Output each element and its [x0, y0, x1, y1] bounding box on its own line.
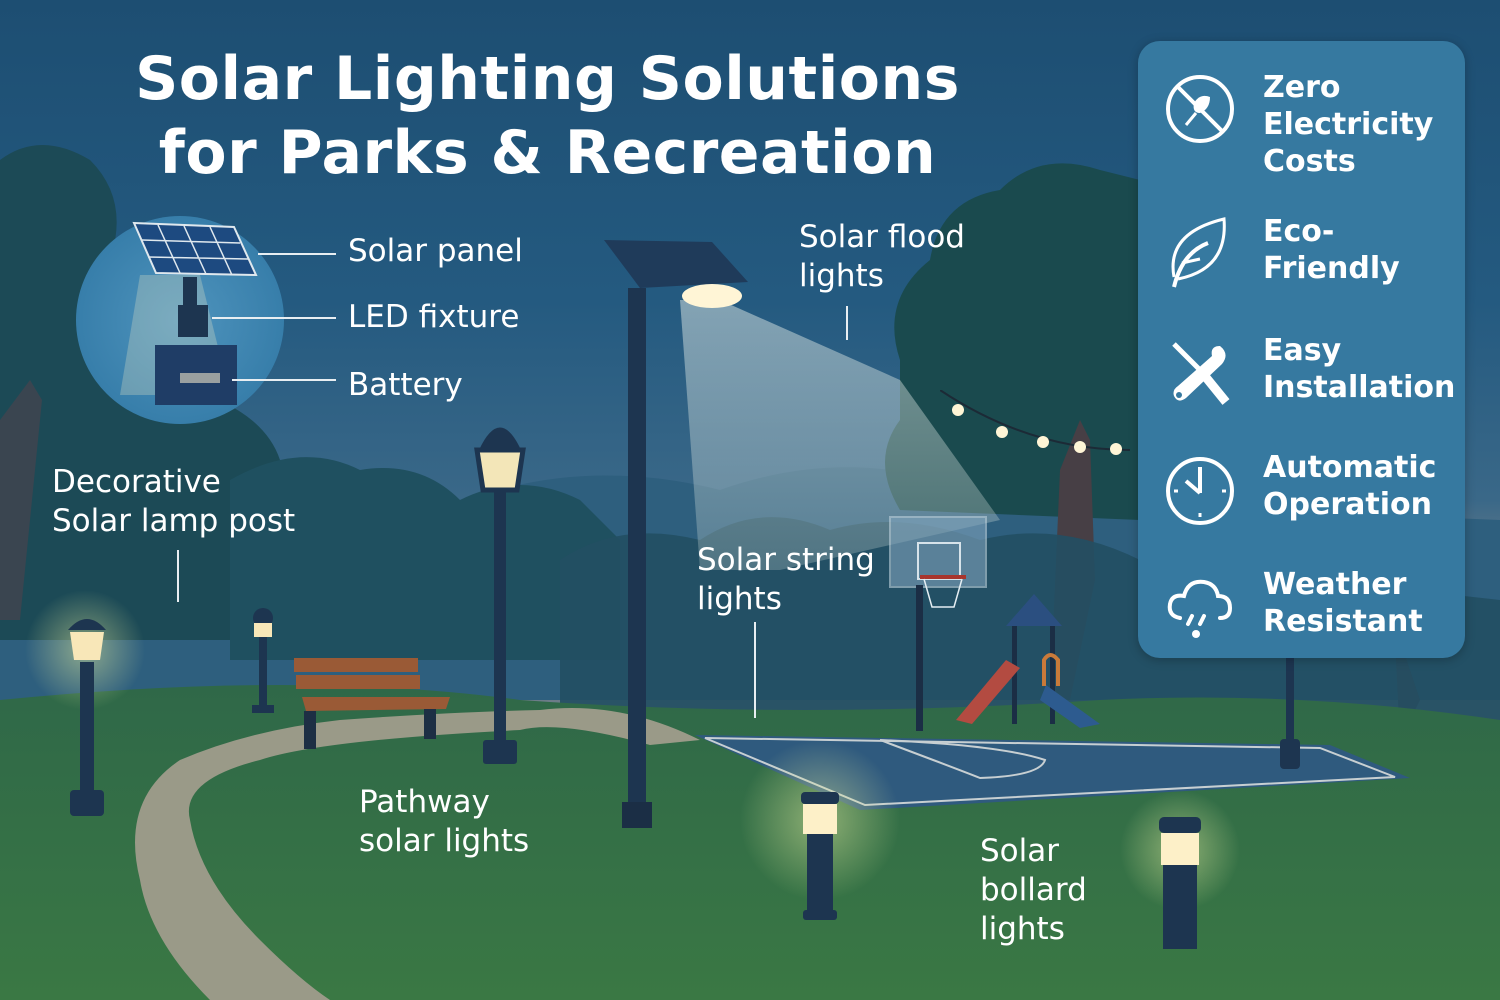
feature-label: Automatic Operation — [1263, 449, 1436, 523]
page-title: Solar Lighting Solutions for Parks & Rec… — [0, 42, 1095, 190]
feature-line: Easy — [1263, 333, 1342, 368]
feature-line: Weather — [1263, 567, 1407, 602]
feature-line: Electricity — [1263, 107, 1434, 142]
callout-pathway-lights: Pathway solar lights — [359, 783, 529, 861]
solar-bollard-illustration — [801, 792, 839, 920]
leader-line — [232, 379, 336, 381]
label-battery: Battery — [348, 367, 463, 403]
callout-bollard-lights: Solar bollard lights — [980, 832, 1087, 949]
feature-line: Resistant — [1263, 604, 1423, 639]
callout-line: Solar lamp post — [52, 503, 296, 539]
callout-line: Solar flood — [799, 219, 965, 255]
feature-label: Easy Installation — [1263, 332, 1455, 406]
feature-label: Weather Resistant — [1263, 566, 1423, 640]
callout-line: lights — [980, 911, 1065, 947]
callout-line: bollard — [980, 872, 1087, 908]
leader-line — [754, 622, 756, 718]
basketball-hoop-illustration — [889, 516, 987, 731]
pathway-light-illustration — [68, 619, 106, 816]
callout-line: Decorative — [52, 464, 221, 500]
feature-label: Zero Electricity Costs — [1263, 69, 1433, 180]
callout-decorative-lamp-post: Decorative Solar lamp post — [52, 463, 295, 541]
callout-line: Solar — [980, 833, 1059, 869]
leader-line — [212, 317, 336, 319]
leaf-icon — [1164, 213, 1236, 288]
callout-flood-lights: Solar flood lights — [799, 218, 965, 296]
feature-line: Zero — [1263, 70, 1341, 105]
no-plug-icon — [1164, 73, 1236, 145]
playground-illustration — [956, 594, 1100, 728]
leader-line — [177, 550, 179, 602]
callout-line: solar lights — [359, 823, 530, 859]
feature-line: Friendly — [1263, 251, 1400, 286]
features-panel: Zero Electricity Costs Eco- Friendly — [1138, 41, 1465, 658]
callout-line: lights — [697, 581, 782, 617]
leader-line — [258, 253, 336, 255]
feature-line: Automatic — [1263, 450, 1437, 485]
feature-line: Installation — [1263, 370, 1456, 405]
feature-line: Operation — [1263, 487, 1432, 522]
label-solar-panel: Solar panel — [348, 233, 523, 269]
solar-light-components-diagram — [120, 221, 258, 405]
leader-line — [846, 306, 848, 340]
solar-flood-light-illustration — [604, 240, 748, 828]
park-bench-illustration — [294, 658, 450, 749]
clock-icon — [1164, 455, 1236, 527]
callout-string-lights: Solar string lights — [697, 541, 875, 619]
title-line-1: Solar Lighting Solutions — [135, 44, 960, 114]
feature-label: Eco- Friendly — [1263, 213, 1400, 287]
lamp-pole-illustration — [1280, 655, 1300, 769]
callout-line: Pathway — [359, 784, 490, 820]
tools-icon — [1164, 336, 1236, 408]
pathway-light-illustration — [252, 608, 274, 713]
title-line-2: for Parks & Recreation — [158, 118, 937, 188]
cloud-rain-icon — [1164, 572, 1236, 644]
string-lights-illustration — [940, 390, 1130, 455]
label-led-fixture: LED fixture — [348, 299, 520, 335]
feature-line: Eco- — [1263, 214, 1335, 249]
callout-line: Solar string — [697, 542, 875, 578]
decorative-lamp-post-illustration — [474, 427, 526, 764]
solar-bollard-illustration — [1159, 817, 1201, 949]
callout-line: lights — [799, 258, 884, 294]
feature-line: Costs — [1263, 144, 1356, 179]
